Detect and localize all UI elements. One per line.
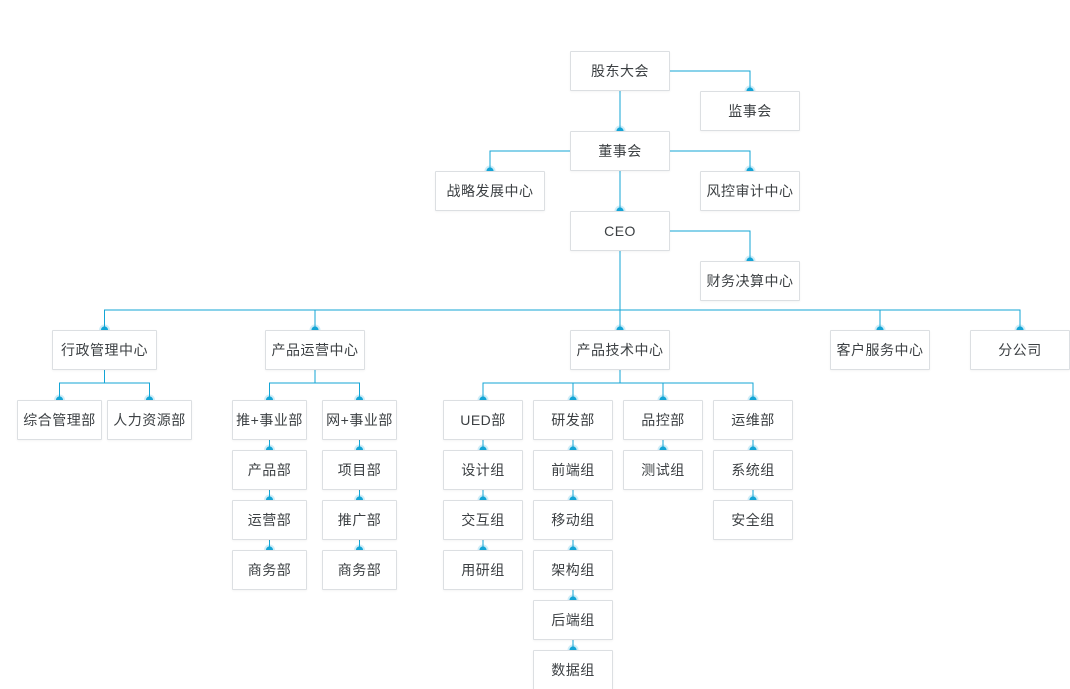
org-node-label: 网+事业部 <box>326 412 393 428</box>
org-node-label: 综合管理部 <box>23 412 96 428</box>
org-node-frontend_group[interactable]: 前端组 <box>533 450 613 490</box>
org-node-strategy[interactable]: 战略发展中心 <box>435 171 545 211</box>
org-node-label: 商务部 <box>337 562 382 578</box>
org-node-product_dept[interactable]: 产品部 <box>232 450 307 490</box>
org-node-data_group[interactable]: 数据组 <box>533 650 613 689</box>
org-node-tui_biz[interactable]: 推+事业部 <box>232 400 307 440</box>
org-node-system_group[interactable]: 系统组 <box>713 450 793 490</box>
org-node-label: 推广部 <box>337 512 382 528</box>
org-node-label: 战略发展中心 <box>446 183 534 199</box>
org-node-label: 移动组 <box>551 512 595 528</box>
org-node-research_group[interactable]: 用研组 <box>443 550 523 590</box>
org-node-label: 产品运营中心 <box>271 342 359 358</box>
org-node-label: 系统组 <box>731 462 775 478</box>
org-node-label: 测试组 <box>641 462 685 478</box>
org-node-ued_dept[interactable]: UED部 <box>443 400 523 440</box>
org-node-supervisors[interactable]: 监事会 <box>700 91 800 131</box>
org-node-service_center[interactable]: 客户服务中心 <box>830 330 930 370</box>
org-node-backend_group[interactable]: 后端组 <box>533 600 613 640</box>
org-node-ops_center[interactable]: 产品运营中心 <box>265 330 365 370</box>
org-node-design_group[interactable]: 设计组 <box>443 450 523 490</box>
org-node-business_dept2[interactable]: 商务部 <box>322 550 397 590</box>
org-node-ops_dept[interactable]: 运维部 <box>713 400 793 440</box>
org-node-label: 架构组 <box>551 562 595 578</box>
org-node-rd_dept[interactable]: 研发部 <box>533 400 613 440</box>
org-node-label: 人力资源部 <box>113 412 186 428</box>
org-node-label: 财务决算中心 <box>706 273 794 289</box>
org-node-hr[interactable]: 人力资源部 <box>107 400 192 440</box>
org-node-finance[interactable]: 财务决算中心 <box>700 261 800 301</box>
org-node-security_group[interactable]: 安全组 <box>713 500 793 540</box>
org-node-label: 分公司 <box>998 342 1042 358</box>
org-node-test_group[interactable]: 测试组 <box>623 450 703 490</box>
org-node-label: 客户服务中心 <box>836 342 924 358</box>
org-node-label: 运营部 <box>247 512 292 528</box>
org-node-label: 项目部 <box>337 462 382 478</box>
org-node-label: 运维部 <box>731 412 775 428</box>
org-node-interact_group[interactable]: 交互组 <box>443 500 523 540</box>
org-node-mobile_group[interactable]: 移动组 <box>533 500 613 540</box>
org-node-operation_dept[interactable]: 运营部 <box>232 500 307 540</box>
org-node-admin_center[interactable]: 行政管理中心 <box>52 330 157 370</box>
org-node-label: 用研组 <box>461 562 505 578</box>
org-node-label: 品控部 <box>641 412 685 428</box>
org-node-label: 行政管理中心 <box>61 342 148 358</box>
org-node-label: 后端组 <box>551 612 595 628</box>
org-node-label: 股东大会 <box>591 63 649 79</box>
org-node-label: 风控审计中心 <box>706 183 794 199</box>
org-node-tech_center[interactable]: 产品技术中心 <box>570 330 670 370</box>
org-node-label: CEO <box>604 223 636 239</box>
org-node-ceo[interactable]: CEO <box>570 211 670 251</box>
org-node-label: 产品技术中心 <box>576 342 664 358</box>
org-node-label: 交互组 <box>461 512 505 528</box>
org-node-label: 推+事业部 <box>236 412 303 428</box>
org-node-qa_dept[interactable]: 品控部 <box>623 400 703 440</box>
org-node-promo_dept[interactable]: 推广部 <box>322 500 397 540</box>
org-node-label: 产品部 <box>247 462 292 478</box>
org-node-general_mgmt[interactable]: 综合管理部 <box>17 400 102 440</box>
org-node-riskaudit[interactable]: 风控审计中心 <box>700 171 800 211</box>
org-node-wang_biz[interactable]: 网+事业部 <box>322 400 397 440</box>
org-node-label: 设计组 <box>461 462 505 478</box>
org-node-arch_group[interactable]: 架构组 <box>533 550 613 590</box>
org-node-label: 监事会 <box>728 103 772 119</box>
org-node-project_dept[interactable]: 项目部 <box>322 450 397 490</box>
org-node-label: 数据组 <box>551 662 595 678</box>
org-node-label: 研发部 <box>551 412 595 428</box>
org-node-label: 前端组 <box>551 462 595 478</box>
org-node-label: 商务部 <box>247 562 292 578</box>
org-node-label: UED部 <box>460 412 506 428</box>
org-node-business_dept1[interactable]: 商务部 <box>232 550 307 590</box>
org-node-label: 安全组 <box>731 512 775 528</box>
org-node-branch[interactable]: 分公司 <box>970 330 1070 370</box>
org-node-board[interactable]: 董事会 <box>570 131 670 171</box>
org-node-shareholders[interactable]: 股东大会 <box>570 51 670 91</box>
org-node-label: 董事会 <box>598 143 642 159</box>
